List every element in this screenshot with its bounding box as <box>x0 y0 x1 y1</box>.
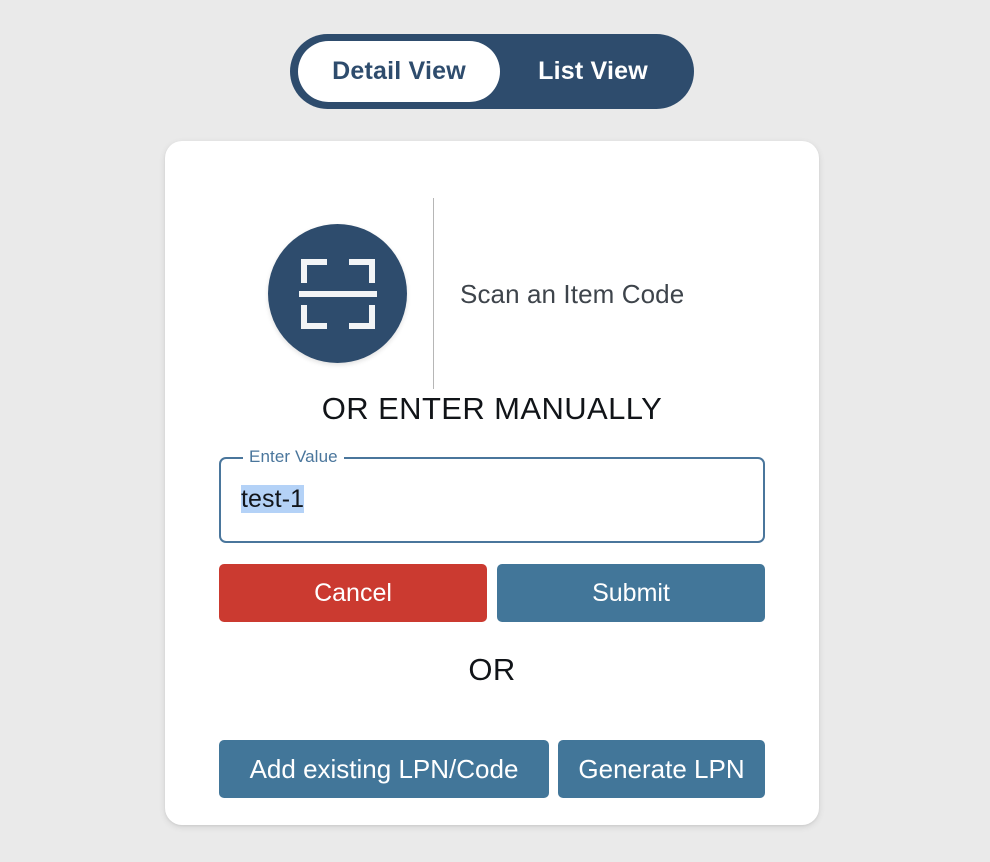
view-toggle: Detail View List View <box>290 34 694 109</box>
vertical-divider <box>433 198 434 389</box>
enter-value-selected-text: test-1 <box>241 485 305 513</box>
submit-button[interactable]: Submit <box>497 564 765 622</box>
enter-value-input[interactable] <box>219 457 765 543</box>
field-outline <box>219 457 765 543</box>
enter-value-field[interactable]: Enter Value test-1 <box>219 447 765 543</box>
scan-button[interactable] <box>268 224 407 363</box>
tab-list-view[interactable]: List View <box>538 57 648 85</box>
enter-value-text: test-1 <box>241 485 305 514</box>
manual-entry-heading: OR ENTER MANUALLY <box>321 391 663 426</box>
generate-lpn-button[interactable]: Generate LPN <box>558 740 765 798</box>
add-existing-lpn-button[interactable]: Add existing LPN/Code <box>219 740 549 798</box>
scan-entry-card: Scan an Item Code OR ENTER MANUALLY Ente… <box>165 141 819 825</box>
enter-value-label: Enter Value <box>243 447 344 467</box>
scan-instruction-label: Scan an Item Code <box>460 279 685 309</box>
cancel-button[interactable]: Cancel <box>219 564 487 622</box>
scan-section: Scan an Item Code <box>165 169 819 389</box>
tab-detail-view[interactable]: Detail View <box>298 41 500 102</box>
barcode-scan-icon <box>298 258 377 329</box>
or-separator-heading: OR <box>468 652 516 687</box>
